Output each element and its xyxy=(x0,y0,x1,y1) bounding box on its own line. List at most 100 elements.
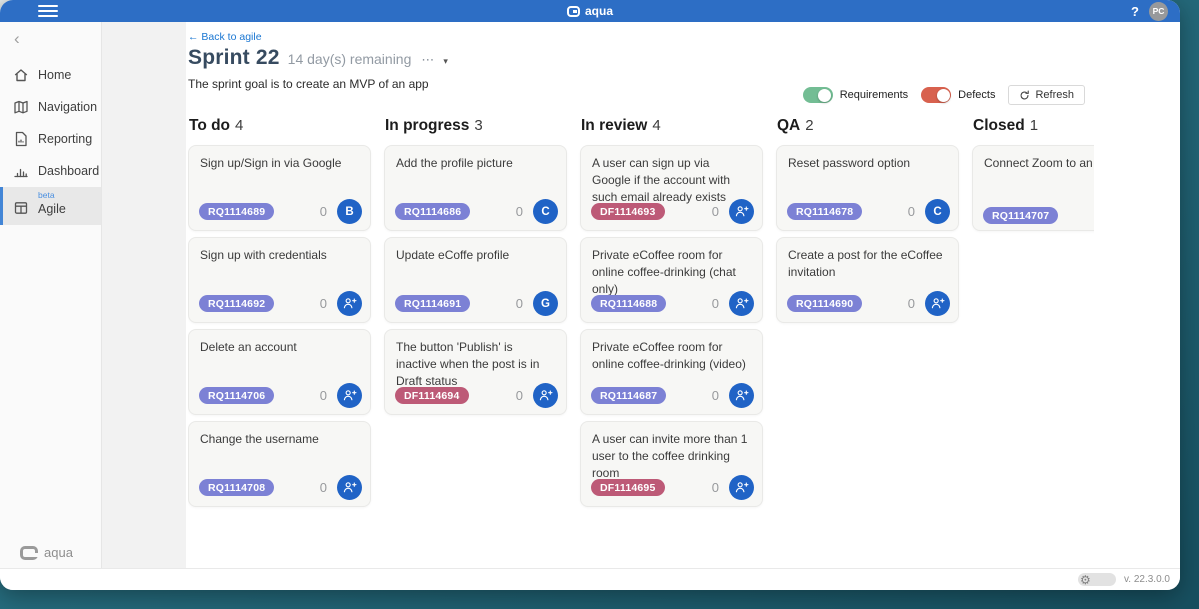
requirements-toggle-label: Requirements xyxy=(839,89,909,101)
assignee-avatar[interactable] xyxy=(729,291,754,316)
beta-badge: beta xyxy=(38,190,55,200)
assignee-avatar[interactable]: G xyxy=(533,291,558,316)
sidebar: ‹ Home Navigation Reporting xyxy=(0,22,102,568)
collapse-sidebar-icon[interactable]: ‹ xyxy=(14,29,20,48)
board-card[interactable]: Private eCoffee room for online coffee-d… xyxy=(580,329,763,415)
refresh-button[interactable]: Refresh xyxy=(1008,85,1085,105)
sidebar-item-home[interactable]: Home xyxy=(0,59,101,91)
user-avatar[interactable]: PC xyxy=(1149,1,1168,21)
settings-pill[interactable]: ⚙ xyxy=(1078,573,1117,586)
column-header: QA 2 xyxy=(777,117,959,135)
column-cards: Sign up/Sign in via Google RQ1114689 0 B… xyxy=(188,145,371,507)
card-id-badge[interactable]: RQ1114686 xyxy=(395,203,471,220)
column-count: 3 xyxy=(474,117,483,134)
column-cards: A user can sign up via Google if the acc… xyxy=(580,145,763,507)
sidebar-nav: Home Navigation Reporting Dashboard xyxy=(0,22,101,225)
card-count: 0 xyxy=(907,296,915,311)
board-column: To do 4 Sign up/Sign in via Google RQ111… xyxy=(188,117,371,513)
sidebar-gutter xyxy=(102,22,186,568)
top-bar: aqua ? PC xyxy=(0,0,1180,22)
board-card[interactable]: Delete an account RQ1114706 0 xyxy=(188,329,371,415)
sidebar-item-agile[interactable]: beta Agile xyxy=(0,187,101,225)
column-count: 4 xyxy=(652,117,661,134)
card-id-badge[interactable]: RQ1114689 xyxy=(199,203,275,220)
assignee-avatar[interactable] xyxy=(925,291,950,316)
sidebar-item-dashboard[interactable]: Dashboard xyxy=(0,155,101,187)
card-id-badge[interactable]: DF1114694 xyxy=(395,387,469,404)
assignee-avatar[interactable]: C xyxy=(533,199,558,224)
card-footer: RQ1114678 0 C xyxy=(787,199,950,224)
card-id-badge[interactable]: RQ1114690 xyxy=(787,295,863,312)
assignee-avatar[interactable] xyxy=(533,383,558,408)
board-card[interactable]: Update eCoffe profile RQ1114691 0 G xyxy=(384,237,567,323)
board-column: Closed 1 Connect Zoom to an ac RQ1114707 xyxy=(972,117,1094,513)
board-card[interactable]: Reset password option RQ1114678 0 C xyxy=(776,145,959,231)
card-id-badge[interactable]: RQ1114706 xyxy=(199,387,275,404)
board-card[interactable]: A user can invite more than 1 user to th… xyxy=(580,421,763,507)
board-card[interactable]: The button 'Publish' is inactive when th… xyxy=(384,329,567,415)
column-title: To do xyxy=(189,117,231,134)
assignee-avatar[interactable]: C xyxy=(925,199,950,224)
card-id-badge[interactable]: RQ1114687 xyxy=(591,387,667,404)
card-id-badge[interactable]: RQ1114708 xyxy=(199,479,275,496)
card-id-badge[interactable]: RQ1114692 xyxy=(199,295,275,312)
assignee-avatar[interactable] xyxy=(337,291,362,316)
card-footer: RQ1114686 0 C xyxy=(395,199,558,224)
assignee-avatar[interactable] xyxy=(729,199,754,224)
chevron-down-icon[interactable]: ▾ xyxy=(443,56,448,66)
card-id-badge[interactable]: DF1114695 xyxy=(591,479,665,496)
column-count: 2 xyxy=(805,117,814,134)
version-label: v. 22.3.0.0 xyxy=(1124,574,1170,585)
sidebar-item-label: Navigation xyxy=(38,100,98,114)
aqua-logo-icon xyxy=(566,5,580,17)
column-title: QA xyxy=(777,117,801,134)
board-card[interactable]: A user can sign up via Google if the acc… xyxy=(580,145,763,231)
column-title: Closed xyxy=(973,117,1025,134)
card-id-badge[interactable]: RQ1114707 xyxy=(983,207,1059,224)
assignee-avatar[interactable] xyxy=(337,383,362,408)
sprint-goal: The sprint goal is to create an MVP of a… xyxy=(188,77,429,91)
card-footer: RQ1114707 xyxy=(983,207,1094,224)
card-id-badge[interactable]: RQ1114688 xyxy=(591,295,667,312)
board-card[interactable]: Sign up with credentials RQ1114692 0 xyxy=(188,237,371,323)
card-footer: RQ1114688 0 xyxy=(591,291,754,316)
card-title: A user can sign up via Google if the acc… xyxy=(592,156,731,204)
more-options-icon[interactable]: ⋯ xyxy=(421,52,435,67)
card-title: Sign up/Sign in via Google xyxy=(200,156,342,170)
board-card[interactable]: Add the profile picture RQ1114686 0 C xyxy=(384,145,567,231)
board-card[interactable]: Sign up/Sign in via Google RQ1114689 0 B xyxy=(188,145,371,231)
card-count: 0 xyxy=(907,204,915,219)
sidebar-item-reporting[interactable]: Reporting xyxy=(0,123,101,155)
card-footer: RQ1114708 0 xyxy=(199,475,362,500)
requirements-toggle[interactable] xyxy=(802,87,833,103)
help-icon[interactable]: ? xyxy=(1131,3,1139,19)
board-card[interactable]: Change the username RQ1114708 0 xyxy=(188,421,371,507)
defects-toggle-label: Defects xyxy=(958,89,996,101)
sidebar-footer-logo: aqua xyxy=(20,545,73,560)
board-card[interactable]: Private eCoffee room for online coffee-d… xyxy=(580,237,763,323)
board-card[interactable]: Connect Zoom to an ac RQ1114707 xyxy=(972,145,1094,231)
card-id-badge[interactable]: RQ1114691 xyxy=(395,295,471,312)
sidebar-item-navigation[interactable]: Navigation xyxy=(0,91,101,123)
defects-toggle[interactable] xyxy=(921,87,952,103)
add-assignee-icon xyxy=(735,390,749,401)
card-id-badge[interactable]: DF1114693 xyxy=(591,203,665,220)
card-count: 0 xyxy=(515,296,523,311)
sidebar-logo-text: aqua xyxy=(44,545,73,560)
column-count: 1 xyxy=(1029,117,1039,134)
column-header: In review 4 xyxy=(581,117,763,135)
window-footer: ⚙ v. 22.3.0.0 xyxy=(0,568,1180,590)
assignee-avatar[interactable] xyxy=(337,475,362,500)
assignee-avatar[interactable] xyxy=(729,383,754,408)
add-assignee-icon xyxy=(735,206,749,217)
board-card[interactable]: Create a post for the eCoffee invitation… xyxy=(776,237,959,323)
assignee-avatar[interactable]: B xyxy=(337,199,362,224)
toggle-knob xyxy=(936,88,950,102)
back-to-agile-link[interactable]: ← Back to agile xyxy=(188,31,262,43)
home-icon xyxy=(14,69,28,82)
assignee-avatar[interactable] xyxy=(729,475,754,500)
card-footer: RQ1114687 0 xyxy=(591,383,754,408)
hamburger-menu-icon[interactable] xyxy=(38,5,58,17)
card-id-badge[interactable]: RQ1114678 xyxy=(787,203,863,220)
